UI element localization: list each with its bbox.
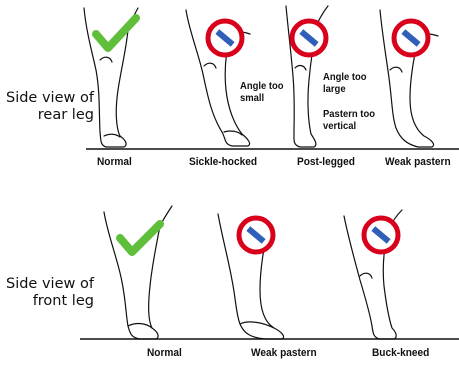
rear-sickle-hocked-caption: Sickle-hocked: [189, 156, 257, 168]
note-line: large: [323, 83, 367, 95]
note-line: vertical: [323, 120, 375, 132]
no-sign-icon: [292, 21, 326, 55]
rear-weak-pastern-caption: Weak pastern: [385, 156, 451, 168]
no-sign-icon: [394, 21, 428, 55]
note-line: Pastern too: [323, 108, 375, 120]
note-line: Angle too: [240, 80, 284, 92]
note-line: Angle too: [323, 71, 367, 83]
note-line: small: [240, 92, 284, 104]
check-icon: [96, 18, 136, 48]
front-normal-caption: Normal: [147, 347, 182, 359]
front-buck-kneed-caption: Buck-kneed: [372, 347, 429, 359]
front-row-label: Side view of front leg: [6, 276, 94, 310]
rear-row-label: Side view of rear leg: [6, 90, 94, 124]
rear-row-label-line1: Side view of: [6, 90, 94, 107]
rear-row-label-line2: rear leg: [6, 107, 94, 124]
no-sign-icon: [239, 218, 273, 252]
front-weak-pastern-caption: Weak pastern: [251, 347, 317, 359]
rear-post-legged-caption: Post-legged: [297, 156, 355, 168]
check-icon: [120, 224, 160, 252]
sickle-hocked-note: Angle too small: [240, 80, 284, 104]
rear-normal-caption: Normal: [97, 156, 132, 168]
front-row-label-line2: front leg: [6, 293, 94, 310]
post-legged-note-pastern: Pastern too vertical: [323, 108, 375, 132]
no-sign-icon: [364, 218, 398, 252]
front-row-label-line1: Side view of: [6, 276, 94, 293]
post-legged-note-angle: Angle too large: [323, 71, 367, 95]
no-sign-icon: [208, 21, 242, 55]
